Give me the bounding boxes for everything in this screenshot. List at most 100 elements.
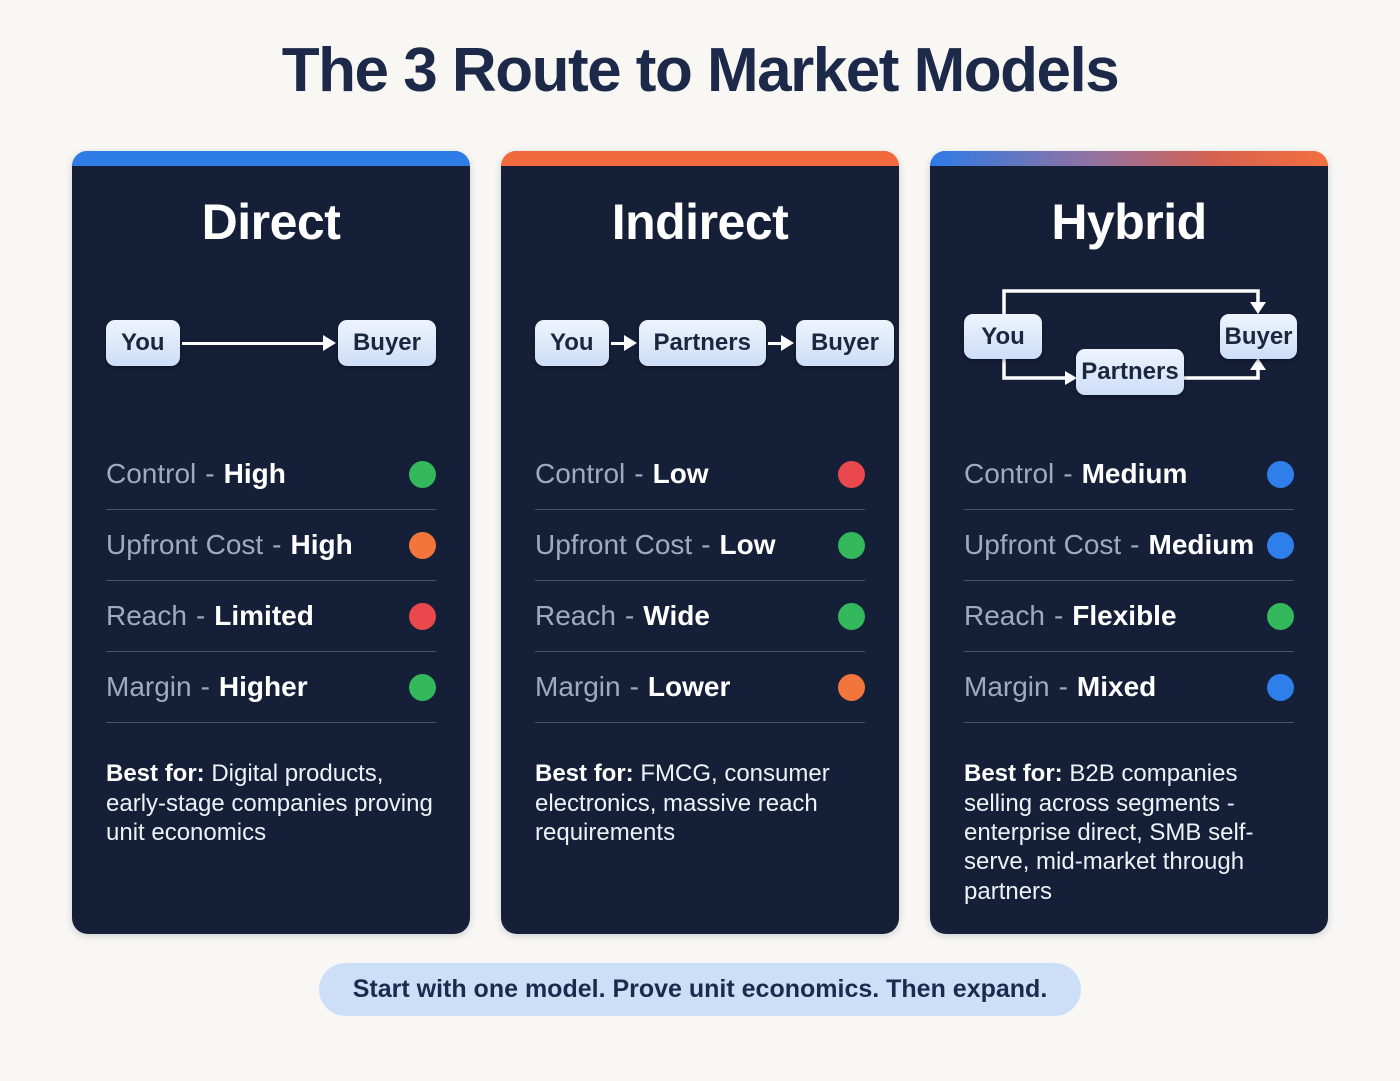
status-dot [409, 460, 436, 488]
attribute-value: High [290, 529, 353, 561]
attribute-label: Upfront Cost [535, 529, 693, 561]
best-for-text: FMCG, consumer electronics, massive reac… [535, 760, 830, 846]
card-title: Hybrid [1051, 194, 1207, 251]
flow-node-partners: Partners [638, 320, 766, 367]
page-title: The 3 Route to Market Models [281, 36, 1120, 105]
status-dot [838, 531, 865, 559]
attribute-value: Higher [218, 671, 308, 703]
attribute-label: Control [106, 458, 197, 490]
flow-node-you: You [106, 320, 180, 367]
arrow-shaft [610, 341, 624, 345]
hybrid-flow: You Partners Buyer [964, 283, 1297, 403]
attribute-value: Flexible [1072, 600, 1177, 632]
best-for: Best for: FMCG, consumer electronics, ma… [535, 759, 865, 847]
arrow-shaft [181, 341, 323, 345]
attribute-label: Reach [535, 600, 616, 632]
arrow-head [623, 335, 637, 352]
status-dot [838, 673, 865, 701]
attribute-separator: - [1063, 458, 1073, 490]
status-dot [838, 602, 865, 630]
arrow-right-icon [767, 335, 794, 352]
status-dot [1267, 602, 1294, 630]
attribute-value: Medium [1081, 458, 1188, 490]
flow-node-you: You [964, 314, 1042, 360]
flow-node-you: You [535, 320, 609, 367]
flow-arrows [1002, 289, 1266, 386]
attribute-separator: - [200, 671, 210, 703]
attribute-row-upfront-cost: Upfront Cost-Medium [964, 510, 1294, 582]
flow-row: You Buyer [106, 320, 436, 367]
attribute-row-reach: Reach-Wide [535, 581, 865, 653]
card-title: Direct [201, 194, 341, 251]
status-dot [1267, 673, 1294, 701]
attribute-separator: - [272, 529, 282, 561]
attribute-value: Mixed [1076, 671, 1157, 703]
card-title: Indirect [611, 194, 789, 251]
card-accent-bar [72, 151, 470, 167]
attribute-separator: - [1053, 600, 1064, 632]
attribute-separator: - [1130, 529, 1140, 561]
attribute-separator: - [195, 600, 206, 632]
attribute-value: Medium [1148, 529, 1255, 561]
flow-node-buyer: Buyer [337, 320, 436, 367]
best-for-label: Best for: [106, 760, 205, 788]
attribute-separator: - [701, 529, 711, 561]
attribute-label: Margin [964, 671, 1050, 703]
attribute-label: Margin [106, 671, 192, 703]
status-dot [409, 602, 436, 630]
attribute-row-margin: Margin-Higher [106, 652, 436, 724]
best-for-text: Digital products, early-stage companies … [106, 760, 433, 846]
attribute-value: High [223, 458, 286, 490]
attribute-value: Low [719, 529, 776, 561]
card-indirect: Indirect You Partners Buyer Control-Low … [501, 151, 899, 935]
arrow-shaft [767, 341, 781, 345]
attribute-label: Margin [535, 671, 621, 703]
arrow-right-icon [181, 335, 336, 352]
footer-note-text: Start with one model. Prove unit economi… [352, 975, 1048, 1004]
infographic-root: The 3 Route to Market Models Direct You … [0, 36, 1400, 1017]
flow-node-partners: Partners [1076, 349, 1184, 396]
card-accent-bar [501, 151, 899, 167]
card-accent-bar [930, 151, 1328, 167]
status-dot [1267, 460, 1294, 488]
arrow-head [322, 335, 336, 352]
flow-diagram-direct: You Buyer [106, 247, 436, 439]
attribute-list: Control-High Upfront Cost-High Reach-Lim… [106, 439, 436, 724]
best-for-label: Best for: [964, 760, 1063, 788]
best-for: Best for: Digital products, early-stage … [106, 759, 436, 847]
footer-note-pill: Start with one model. Prove unit economi… [318, 963, 1082, 1017]
attribute-row-upfront-cost: Upfront Cost-Low [535, 510, 865, 582]
arrow-right-icon [610, 335, 637, 352]
attribute-label: Upfront Cost [106, 529, 264, 561]
attribute-value: Wide [643, 600, 710, 632]
status-dot [838, 460, 865, 488]
attribute-row-upfront-cost: Upfront Cost-High [106, 510, 436, 582]
best-for-text: B2B companies selling across segments - … [964, 760, 1254, 905]
attribute-row-control: Control-High [106, 439, 436, 511]
flow-diagram-hybrid: You Partners Buyer [964, 247, 1297, 439]
attribute-row-control: Control-Low [535, 439, 865, 511]
attribute-separator: - [624, 600, 635, 632]
best-for-label: Best for: [535, 760, 634, 788]
card-hybrid: Hybrid You Partners Buyer [930, 151, 1328, 935]
attribute-row-margin: Margin-Mixed [964, 652, 1294, 724]
flow-row: You Partners Buyer [535, 320, 894, 367]
attribute-label: Control [535, 458, 626, 490]
attribute-list: Control-Low Upfront Cost-Low Reach-Wide … [535, 439, 865, 724]
attribute-row-control: Control-Medium [964, 439, 1294, 511]
attribute-row-reach: Reach-Limited [106, 581, 436, 653]
attribute-separator: - [205, 458, 215, 490]
attribute-value: Limited [214, 600, 314, 632]
attribute-separator: - [634, 458, 644, 490]
attribute-row-margin: Margin-Lower [535, 652, 865, 724]
flow-diagram-indirect: You Partners Buyer [535, 247, 894, 439]
attribute-label: Reach [964, 600, 1045, 632]
attribute-label: Reach [106, 600, 187, 632]
cards-row: Direct You Buyer Control-High Upfront Co… [0, 151, 1400, 935]
attribute-value: Low [652, 458, 709, 490]
best-for: Best for: B2B companies selling across s… [964, 759, 1294, 905]
status-dot [409, 531, 436, 559]
attribute-label: Control [964, 458, 1055, 490]
attribute-row-reach: Reach-Flexible [964, 581, 1294, 653]
status-dot [409, 673, 436, 701]
